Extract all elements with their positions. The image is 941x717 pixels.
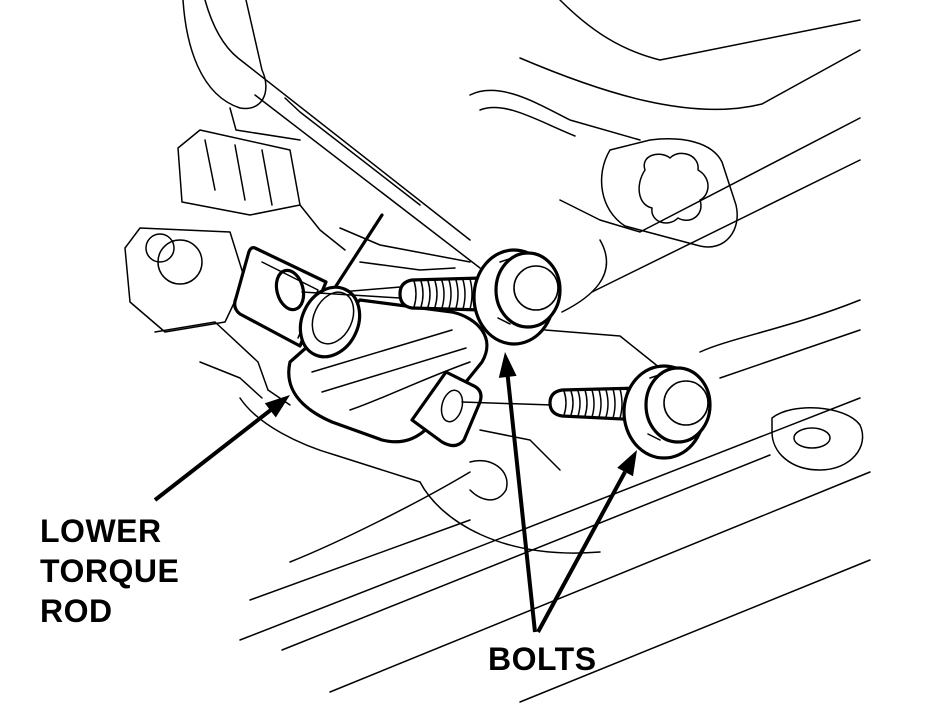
label-line: BOLTS <box>488 641 597 677</box>
label-line: ROD <box>40 593 113 629</box>
arrow-lower-torque-rod <box>153 395 290 502</box>
background-structure <box>124 0 871 703</box>
bolt-upper <box>398 248 562 346</box>
label-line: LOWER <box>40 513 162 549</box>
arrow-bolt-upper <box>498 352 537 633</box>
bolt-threads <box>413 278 473 310</box>
label-bolts: BOLTS <box>488 639 597 679</box>
label-line: TORQUE <box>40 553 180 589</box>
arrow-bolt-lower <box>536 450 637 633</box>
bolt-lower <box>548 364 712 460</box>
label-lower-torque-rod: LOWER TORQUE ROD <box>40 511 179 631</box>
bolt-threads <box>563 388 630 420</box>
lower-torque-rod <box>233 213 553 448</box>
